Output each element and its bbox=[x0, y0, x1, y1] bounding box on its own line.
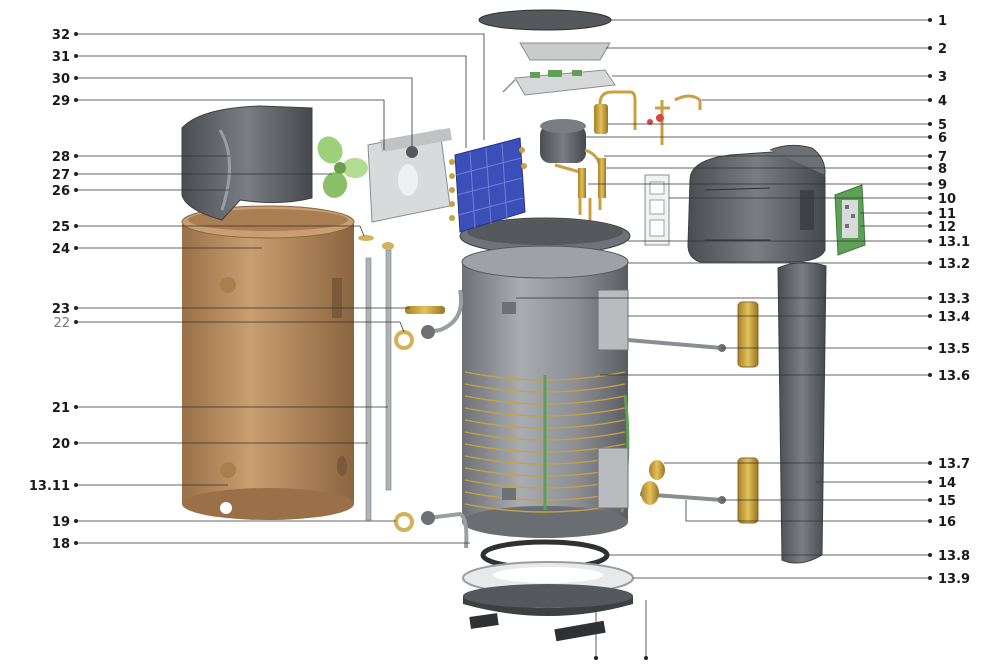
top-cover-disc bbox=[478, 9, 612, 31]
leader-dots bbox=[74, 18, 932, 660]
element-cover-upper bbox=[737, 301, 759, 368]
callout-27: 27 bbox=[52, 168, 70, 183]
callout-6: 6 bbox=[938, 131, 947, 146]
callout-11: 11 bbox=[938, 207, 956, 222]
fan-housing bbox=[367, 128, 452, 223]
foot-right bbox=[554, 620, 606, 642]
callout-18: 18 bbox=[52, 537, 70, 552]
callout-13-4: 13.4 bbox=[938, 310, 970, 325]
foot-left bbox=[469, 613, 499, 629]
inner-tank bbox=[459, 217, 631, 538]
callout-10: 10 bbox=[938, 192, 956, 207]
callout-13-7: 13.7 bbox=[938, 457, 970, 472]
callout-26: 26 bbox=[52, 184, 70, 199]
callout-13-6: 13.6 bbox=[938, 369, 970, 384]
fitting-19 bbox=[394, 511, 469, 549]
flange-gasket-1 bbox=[649, 460, 665, 480]
control-box bbox=[502, 69, 616, 96]
callout-3: 3 bbox=[938, 70, 947, 85]
callout-31: 31 bbox=[52, 50, 70, 65]
right-callout-labels: 1 2 3 4 5 6 7 8 9 10 11 12 13.1 13.2 13.… bbox=[938, 14, 970, 587]
callout-14: 14 bbox=[938, 476, 956, 491]
heating-element-upper bbox=[627, 338, 723, 350]
callout-9: 9 bbox=[938, 178, 947, 193]
callout-22: 22 bbox=[53, 316, 70, 331]
outer-jacket bbox=[181, 205, 355, 520]
callout-13-11: 13.11 bbox=[29, 479, 70, 494]
callout-23: 23 bbox=[52, 302, 70, 317]
callout-21: 21 bbox=[52, 401, 70, 416]
compressor bbox=[540, 119, 602, 215]
callout-2: 2 bbox=[938, 42, 947, 57]
callout-24: 24 bbox=[52, 242, 70, 257]
callout-30: 30 bbox=[52, 72, 70, 87]
callout-13-8: 13.8 bbox=[938, 549, 970, 564]
evaporator-coil bbox=[449, 137, 527, 233]
bracket-frame bbox=[644, 174, 670, 246]
callout-1: 1 bbox=[938, 14, 947, 29]
callout-20: 20 bbox=[52, 437, 70, 452]
control-board bbox=[834, 184, 866, 256]
upper-rear-shell bbox=[687, 144, 826, 263]
small-washer bbox=[358, 235, 374, 241]
callout-15: 15 bbox=[938, 494, 956, 509]
copper-valves bbox=[594, 90, 702, 145]
callout-25: 25 bbox=[52, 220, 70, 235]
element-cover-lower bbox=[737, 457, 759, 524]
upper-front-shell bbox=[181, 105, 313, 221]
callout-8: 8 bbox=[938, 162, 947, 177]
fitting-23 bbox=[405, 289, 463, 339]
leader-lines bbox=[76, 19, 930, 656]
callout-13-2: 13.2 bbox=[938, 257, 970, 272]
callout-13-5: 13.5 bbox=[938, 342, 970, 357]
callout-29: 29 bbox=[52, 94, 70, 109]
top-plate bbox=[519, 42, 611, 61]
callout-5: 5 bbox=[938, 118, 947, 133]
anode-rod-21 bbox=[385, 249, 392, 491]
callout-12: 12 bbox=[938, 220, 956, 235]
callout-32: 32 bbox=[52, 28, 70, 43]
callout-19: 19 bbox=[52, 515, 70, 530]
anode-rod-20 bbox=[365, 257, 372, 521]
callout-28: 28 bbox=[52, 150, 70, 165]
callout-7: 7 bbox=[938, 150, 947, 165]
flange-gasket-2 bbox=[641, 481, 659, 505]
callout-13-1: 13.1 bbox=[938, 235, 970, 250]
fan-blades bbox=[317, 136, 368, 198]
left-callout-labels: 32 31 30 29 28 27 26 25 24 23 22 21 20 1… bbox=[29, 28, 70, 552]
callout-13-3: 13.3 bbox=[938, 292, 970, 307]
callout-13-9: 13.9 bbox=[938, 572, 970, 587]
fitting-ring-22 bbox=[394, 330, 414, 350]
callout-16: 16 bbox=[938, 515, 956, 530]
base-stand bbox=[463, 596, 633, 616]
callout-4: 4 bbox=[938, 94, 947, 109]
front-panel bbox=[777, 262, 827, 564]
